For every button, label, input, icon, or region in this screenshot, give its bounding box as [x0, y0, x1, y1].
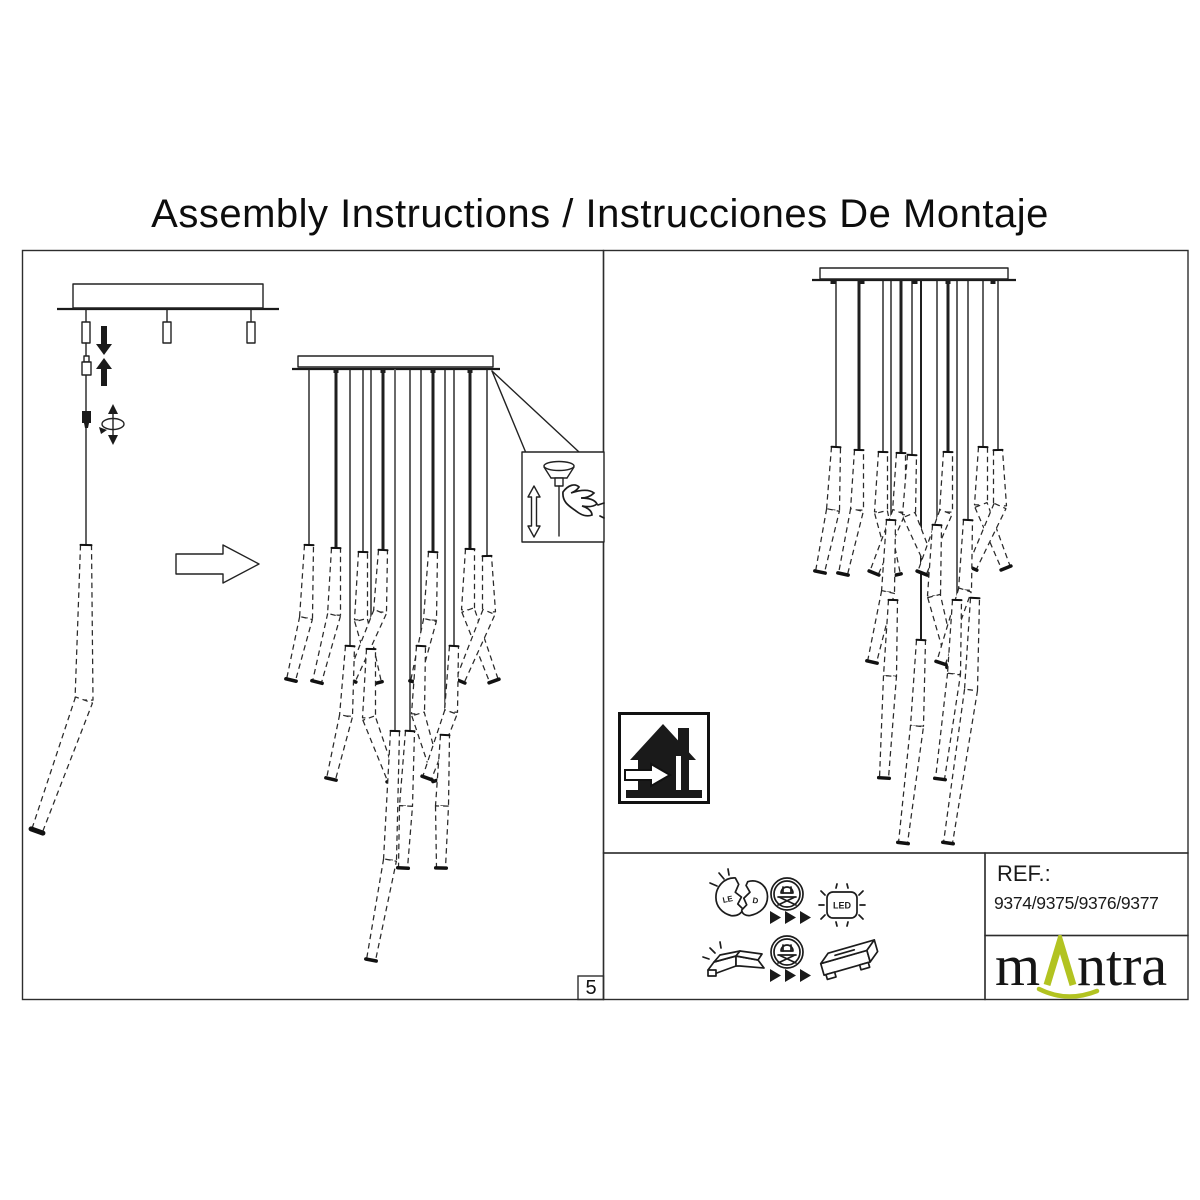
pendant-tube [895, 638, 927, 846]
cable-gripper [81, 361, 92, 376]
pendant-tube [324, 644, 356, 782]
pendant-tube [364, 729, 401, 963]
height-adjust-callout [491, 370, 580, 454]
pendant-tube [453, 554, 497, 685]
tube-cap [324, 776, 338, 782]
arrow-into-house [624, 762, 672, 788]
ceiling-canopy [819, 267, 1009, 280]
tube-cap [867, 569, 881, 577]
cable-connector [81, 321, 91, 344]
logo-text-m: m [995, 935, 1040, 998]
pendant-tube [932, 598, 963, 782]
tube-cap [813, 569, 827, 575]
up-down-arrow-icon [527, 485, 541, 538]
tube-cap [364, 957, 378, 963]
pendant-tube [941, 596, 981, 846]
qualified-person-icon [770, 935, 804, 969]
ref-label: REF.: [997, 861, 1051, 886]
strain-relief-cone [543, 460, 575, 472]
tube-cap [876, 775, 892, 781]
broken-led-bulb-icon: LE D [709, 868, 769, 917]
tube-cap [344, 644, 356, 648]
tube-cap [865, 659, 879, 665]
logo-smile-accent [1036, 986, 1100, 999]
mounting-arrows-diagram [81, 326, 125, 546]
tube-cap [487, 677, 501, 685]
cable-connector [162, 321, 172, 344]
svg-text:LED: LED [833, 901, 852, 911]
panel-borders [21, 249, 1189, 1001]
tube-cap [310, 678, 324, 686]
pendant-tube [361, 647, 399, 784]
triple-arrow-icon [770, 911, 811, 924]
pendant-tube [284, 543, 315, 683]
tube-cap [934, 659, 948, 667]
svg-text:LE: LE [722, 894, 735, 905]
single-pendant-tube-diagram [28, 543, 94, 836]
gripper-tip [83, 355, 90, 363]
led-driver-icon [819, 939, 879, 981]
height-adjust-inset [521, 451, 605, 543]
service-icons: LE D LED [702, 868, 879, 982]
page-number: 5 [585, 977, 597, 999]
triple-arrow-icon [770, 969, 811, 982]
page-title: Assembly Instructions / Instrucciones De… [151, 192, 1049, 236]
ceiling-canopy [297, 355, 494, 368]
arrow-down-icon [96, 326, 112, 355]
page-number-box [577, 975, 605, 1001]
canopy-detail-diagram [57, 283, 279, 344]
pendant-tube [813, 445, 842, 575]
led-module-icon: LED [818, 883, 866, 927]
svg-text:D: D [752, 896, 759, 906]
tube-cap [915, 569, 929, 577]
tube-cap [941, 840, 955, 846]
service-icons-box-border [602, 852, 986, 1001]
assembled-fixture-left [284, 355, 501, 963]
logo-caret-accent [1043, 935, 1077, 987]
pendant-tube [395, 729, 416, 871]
tube-cap [28, 826, 46, 836]
qualified-person-icon [770, 877, 804, 911]
tube-cap [395, 865, 411, 871]
tube-cap [420, 774, 434, 782]
pendant-tube [865, 518, 897, 665]
pendant-tube [836, 448, 865, 577]
pendant-tube [876, 598, 899, 781]
tube-cap [932, 776, 948, 782]
pendant-tube [310, 546, 342, 686]
logo-text-ntra: ntra [1077, 935, 1167, 998]
mantra-logo: m ntra [995, 935, 1167, 999]
tube-cap [836, 571, 850, 577]
assembled-fixture-right [812, 267, 1016, 846]
logo-box-border [984, 934, 1189, 1001]
tube-cap [999, 564, 1013, 572]
ref-value: 9374/9375/9376/9377 [994, 893, 1159, 913]
rotate-adjust-icon [99, 404, 125, 445]
damaged-led-driver-icon [702, 941, 765, 977]
hand-icon [562, 484, 599, 517]
step-arrow-icon [175, 544, 260, 584]
gripper-in-inset [554, 477, 564, 487]
arrow-up-icon [96, 358, 112, 386]
gripper-installed [82, 411, 91, 423]
tube-cap [895, 840, 911, 846]
cable-connector [246, 321, 256, 344]
pendant-tube [433, 733, 451, 870]
indoor-use-house-arrow-icon [618, 712, 710, 804]
pendant-tube [28, 543, 94, 836]
tube-cap [284, 677, 298, 683]
